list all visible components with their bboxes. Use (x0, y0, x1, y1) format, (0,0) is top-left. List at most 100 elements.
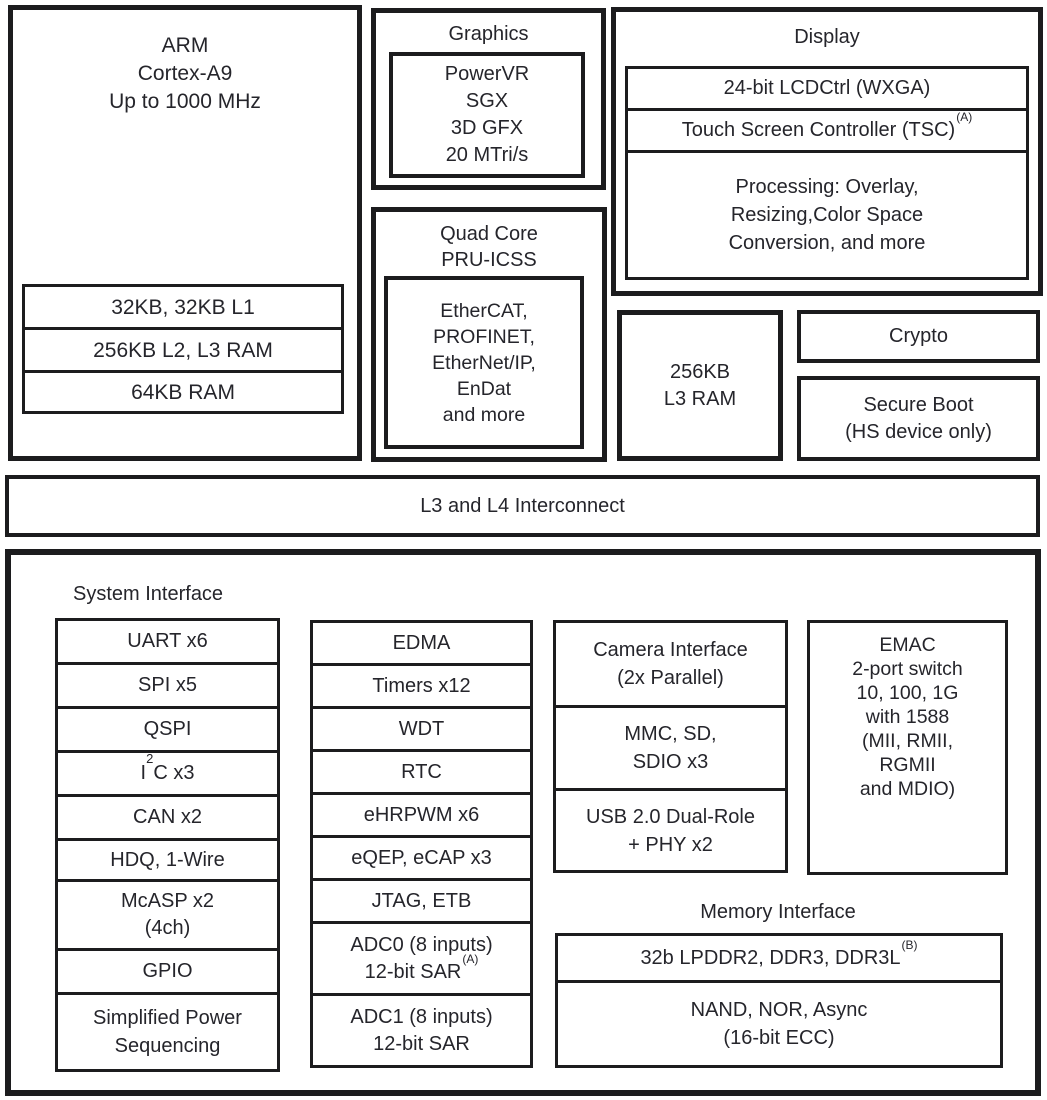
arm-title: ARM Cortex-A9 Up to 1000 MHz (13, 32, 357, 116)
emac-line1: EMAC (879, 634, 936, 656)
gpu-line4: 20 MTri/s (445, 144, 529, 166)
display-processing-box: Processing: Overlay, Resizing,Color Spac… (625, 150, 1029, 280)
system-interface-col3: Camera Interface (2x Parallel) MMC, SD, … (553, 620, 788, 873)
pru-protocol-line2: PROFINET, (433, 325, 535, 348)
system-interface-col1: UART x6 SPI x5 QSPI I2C x3 CAN x2 HDQ, 1… (55, 618, 280, 1072)
adc0-box: ADC0 (8 inputs) 12-bit SAR(A) (310, 921, 533, 996)
emac-line3: 10, 100, 1G (856, 682, 959, 704)
can-box: CAN x2 (55, 794, 280, 841)
arm-title-line3: Up to 1000 MHz (109, 90, 261, 113)
interconnect-label: L3 and L4 Interconnect (420, 494, 625, 517)
eqep-ecap-label: eQEP, eCAP x3 (351, 846, 492, 869)
mmc-sd-box: MMC, SD, SDIO x3 (553, 705, 788, 791)
arm-l2-cache-label: 256KB L2, L3 RAM (93, 338, 273, 362)
emac-line2: 2-port switch (852, 658, 963, 680)
nand-line1: NAND, NOR, Async (690, 999, 868, 1021)
interconnect-bar: L3 and L4 Interconnect (5, 475, 1040, 537)
ddr-text: 32b LPDDR2, DDR3, DDR3L (640, 946, 901, 969)
power-seq-line1: Simplified Power (93, 1007, 242, 1029)
emac-line4: with 1588 (865, 706, 950, 728)
system-interface-col2: EDMA Timers x12 WDT RTC eHRPWM x6 eQEP, … (310, 620, 533, 1068)
arm-ram-box: 64KB RAM (22, 370, 344, 414)
spi-box: SPI x5 (55, 662, 280, 709)
graphics-block: Graphics PowerVR SGX 3D GFX 20 MTri/s (371, 8, 606, 190)
arm-l1-cache-box: 32KB, 32KB L1 (22, 284, 344, 330)
timers-label: Timers x12 (372, 674, 471, 697)
edma-box: EDMA (310, 620, 533, 666)
crypto-block: Crypto (797, 310, 1040, 363)
adc1-line1: ADC1 (8 inputs) (350, 1005, 493, 1028)
adc0-footnote-sup: (A) (462, 951, 479, 966)
adc0-line1: ADC0 (8 inputs) (350, 933, 493, 956)
mcasp-box: McASP x2 (4ch) (55, 879, 280, 951)
tsc-text: Touch Screen Controller (TSC) (681, 119, 956, 141)
display-block: Display 24-bit LCDCtrl (WXGA) Touch Scre… (611, 7, 1043, 296)
gpio-label: GPIO (142, 960, 193, 982)
ddr-box: 32b LPDDR2, DDR3, DDR3L(B) (555, 933, 1003, 983)
processing-line2: Resizing,Color Space (730, 204, 924, 226)
camera-line2: (2x Parallel) (617, 667, 724, 689)
graphics-title: Graphics (448, 23, 529, 45)
memory-interface-title: Memory Interface (700, 901, 856, 923)
rtc-label: RTC (401, 760, 442, 783)
ehrpwm-box: eHRPWM x6 (310, 792, 533, 838)
gpu-line3: 3D GFX (450, 117, 524, 139)
display-title: Display (794, 26, 860, 48)
mmc-line2: SDIO x3 (632, 751, 709, 773)
i2c-label: I2C x3 (141, 752, 195, 786)
touchscreen-controller-label: Touch Screen Controller (TSC)(A) (681, 111, 972, 143)
eqep-ecap-box: eQEP, eCAP x3 (310, 835, 533, 881)
arm-l2-cache-box: 256KB L2, L3 RAM (22, 327, 344, 373)
gpu-line1: PowerVR (444, 63, 530, 85)
nand-nor-box: NAND, NOR, Async (16-bit ECC) (555, 980, 1003, 1068)
pru-protocols-box: EtherCAT, PROFINET, EtherNet/IP, EnDat a… (384, 276, 584, 449)
secure-boot-line1: Secure Boot (863, 393, 974, 416)
timers-box: Timers x12 (310, 663, 533, 709)
l3-ram-line1: 256KB (669, 360, 731, 383)
l3-ram-block: 256KB L3 RAM (617, 310, 783, 461)
can-label: CAN x2 (133, 806, 202, 828)
uart-label: UART x6 (127, 630, 208, 652)
hdq-1wire-label: HDQ, 1-Wire (110, 848, 225, 871)
mcasp-line1: McASP x2 (121, 890, 214, 912)
camera-interface-box: Camera Interface (2x Parallel) (553, 620, 788, 708)
adc1-line2: 12-bit SAR (373, 1032, 470, 1055)
adc1-box: ADC1 (8 inputs) 12-bit SAR (310, 993, 533, 1068)
processing-line3: Conversion, and more (728, 232, 926, 254)
touchscreen-controller-box: Touch Screen Controller (TSC)(A) (625, 108, 1029, 153)
i2c-box: I2C x3 (55, 750, 280, 797)
wdt-label: WDT (398, 717, 445, 740)
secure-boot-line2: (HS device only) (845, 420, 992, 443)
mcasp-line2: (4ch) (144, 917, 191, 939)
usb-box: USB 2.0 Dual-Role + PHY x2 (553, 788, 788, 873)
arm-ram-label: 64KB RAM (131, 380, 235, 404)
memory-interface-stack: 32b LPDDR2, DDR3, DDR3L(B) NAND, NOR, As… (555, 933, 1003, 1068)
arm-l1-cache-label: 32KB, 32KB L1 (111, 295, 255, 319)
emac-line6: RGMII (879, 754, 936, 776)
ddr-footnote-sup: (B) (901, 937, 918, 952)
arm-title-line2: Cortex-A9 (137, 62, 233, 85)
hdq-1wire-box: HDQ, 1-Wire (55, 838, 280, 882)
spi-label: SPI x5 (138, 674, 197, 696)
edma-label: EDMA (392, 631, 451, 654)
pru-protocol-line1: EtherCAT, (440, 299, 528, 322)
lcd-controller-box: 24-bit LCDCtrl (WXGA) (625, 66, 1029, 111)
l3-ram-line2: L3 RAM (663, 387, 737, 410)
qspi-box: QSPI (55, 706, 280, 753)
arm-block: ARM Cortex-A9 Up to 1000 MHz 32KB, 32KB … (8, 5, 362, 461)
power-seq-line2: Sequencing (114, 1035, 221, 1057)
rtc-box: RTC (310, 749, 533, 795)
camera-line1: Camera Interface (593, 639, 748, 661)
emac-line7: and MDIO) (859, 778, 956, 800)
processing-line1: Processing: Overlay, (735, 176, 919, 198)
lcd-controller-label: 24-bit LCDCtrl (WXGA) (723, 77, 931, 99)
adc0-line2-text: 12-bit SAR (364, 960, 462, 983)
crypto-label: Crypto (889, 325, 948, 347)
pru-icss-block: Quad Core PRU-ICSS EtherCAT, PROFINET, E… (371, 207, 607, 462)
system-interface-container: System Interface UART x6 SPI x5 QSPI I2C… (5, 549, 1041, 1096)
ehrpwm-label: eHRPWM x6 (363, 803, 480, 826)
emac-block: EMAC 2-port switch 10, 100, 1G with 1588… (807, 620, 1008, 875)
gpio-box: GPIO (55, 948, 280, 995)
pru-title-line2: PRU-ICSS (441, 249, 537, 271)
